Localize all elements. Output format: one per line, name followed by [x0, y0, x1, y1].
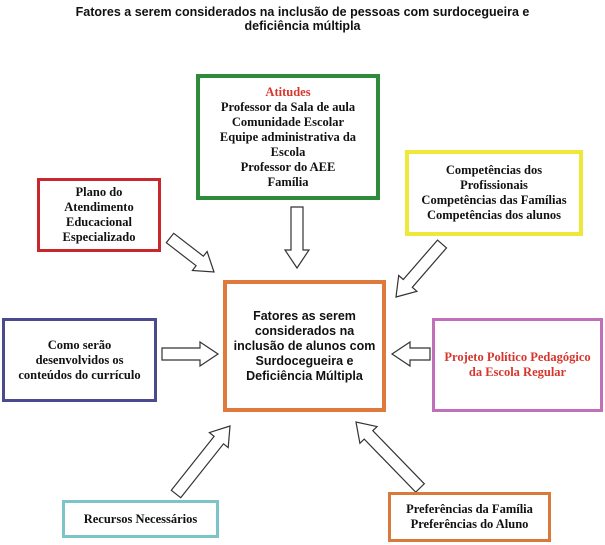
- preferencias-line-1: Preferências da Família: [406, 502, 533, 516]
- arrow-preferencias: [355, 421, 426, 494]
- center-line-4: Surdocegueira e: [255, 353, 354, 368]
- title-line-1: Fatores a serem considerados na inclusão…: [75, 5, 530, 19]
- arrow-competencias: [395, 239, 448, 298]
- preferencias-line-2: Preferências do Aluno: [410, 517, 529, 531]
- competencias-line-1: Competências dos: [445, 163, 543, 177]
- center-line-2: considerados na: [254, 323, 355, 338]
- center-box: Fatores as serem considerados na inclusã…: [223, 280, 386, 412]
- plano-line-4: Especializado: [62, 230, 136, 244]
- projeto-box: Projeto Político Pedagógico da Escola Re…: [432, 318, 603, 412]
- competencias-line-3: Competências das Famílias: [421, 193, 567, 207]
- recursos-box: Recursos Necessários: [62, 500, 219, 538]
- projeto-line-1: Projeto Político Pedagógico: [444, 350, 591, 364]
- arrow-recursos: [170, 425, 231, 499]
- plano-line-3: Educacional: [66, 215, 132, 229]
- plano-line-2: Atendimento: [64, 200, 134, 214]
- center-line-3: inclusão de alunos com: [233, 338, 376, 353]
- competencias-box: Competências dos Profissionais Competênc…: [405, 150, 583, 236]
- conteudos-box: Como serão desenvolvidos os conteúdos do…: [2, 318, 157, 402]
- arrow-projeto: [390, 340, 431, 368]
- atitudes-line-1: Professor da Sala de aula: [220, 99, 356, 114]
- competencias-line-2: Profissionais: [460, 178, 528, 192]
- center-line-1: Fatores as serem: [253, 308, 356, 323]
- diagram-title: Fatores a serem considerados na inclusão…: [40, 5, 565, 33]
- atitudes-heading: Atitudes: [265, 84, 311, 99]
- competencias-line-4: Competências dos alunos: [426, 208, 562, 222]
- atitudes-line-3: Equipe administrativa da: [219, 129, 357, 144]
- atitudes-box: Atitudes Professor da Sala de aula Comun…: [196, 74, 380, 200]
- plano-box: Plano do Atendimento Educacional Especia…: [37, 178, 161, 252]
- recursos-line-1: Recursos Necessários: [83, 511, 198, 526]
- atitudes-line-4: Escola: [270, 144, 306, 159]
- conteudos-line-3: conteúdos do currículo: [18, 367, 141, 382]
- title-line-2: deficiência múltipla: [244, 19, 361, 33]
- atitudes-line-5: Professor do AEE: [240, 159, 336, 174]
- conteudos-line-2: desenvolvidos os: [35, 352, 124, 367]
- atitudes-line-6: Família: [267, 174, 309, 189]
- arrow-atitudes: [283, 206, 311, 270]
- arrow-conteudos: [161, 340, 220, 368]
- plano-line-1: Plano do: [75, 185, 123, 199]
- conteudos-line-1: Como serão: [47, 337, 112, 352]
- arrow-plano: [165, 232, 215, 273]
- preferencias-box: Preferências da Família Preferências do …: [388, 492, 551, 542]
- projeto-line-2: da Escola Regular: [468, 365, 567, 379]
- center-line-5: Deficiência Múltipla: [246, 368, 363, 383]
- atitudes-line-2: Comunidade Escolar: [231, 114, 345, 129]
